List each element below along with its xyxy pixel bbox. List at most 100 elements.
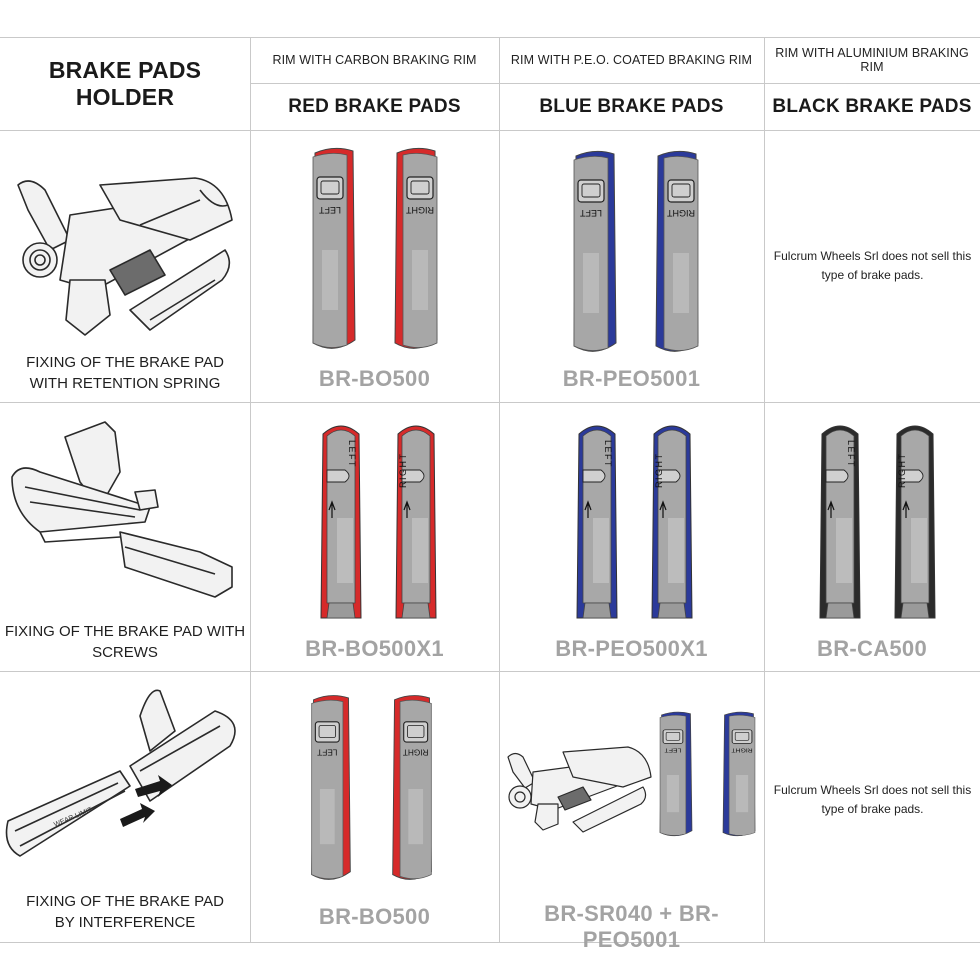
direction-arrow-icon — [584, 500, 592, 518]
column-rim-peo: RIM WITH P.E.O. COATED BRAKING RIM — [510, 53, 753, 67]
interference-holder-illustration: WEAR LIMIT — [5, 689, 236, 857]
grid-line — [0, 671, 980, 672]
brake-pad-red-right: RIGHT — [395, 425, 437, 619]
pad-wear-area — [593, 518, 609, 583]
not-sold-note: Fulcrum Wheels Srl does not sell this ty… — [770, 781, 975, 819]
pad-side-label: LEFT — [664, 747, 681, 753]
brake-pad-red-right: RIGHT — [394, 147, 438, 349]
pad-clip-icon — [667, 179, 695, 203]
retention-spring-holder-illustration — [17, 177, 233, 336]
grid-line — [764, 37, 765, 943]
brake-pad-red-left: LEFT — [320, 425, 362, 619]
pad-side-label: RIGHT — [403, 747, 429, 756]
pad-clip-inner — [665, 732, 681, 741]
pad-wear-area — [666, 775, 680, 813]
grid-line — [250, 37, 251, 943]
pad-clip-icon — [314, 721, 340, 743]
pad-clip-icon — [662, 729, 684, 744]
direction-arrow-icon — [659, 500, 667, 518]
pad-tab — [657, 602, 687, 619]
pad-side-label: LEFT — [317, 747, 337, 756]
pad-notch — [825, 469, 849, 483]
grid-line — [0, 942, 980, 943]
direction-arrow-icon — [328, 500, 336, 518]
direction-arrow-icon — [827, 500, 835, 518]
caption-line: FIXING OF THE BRAKE PAD — [26, 893, 224, 910]
pad-clip-icon — [316, 176, 344, 200]
pad-side-label: RIGHT — [406, 205, 435, 215]
note-line: type of brake pads. — [821, 802, 924, 816]
brake-pad-red-left: LEFT — [311, 695, 351, 880]
pad-wear-area — [319, 789, 335, 845]
column-rim-aluminium: RIM WITH ALUMINIUM BRAKING RIM — [775, 46, 969, 74]
column-red-pads: RED BRAKE PADS — [288, 95, 461, 117]
caption-line: WITH RETENTION SPRING — [29, 375, 221, 392]
note-line: Fulcrum Wheels Srl does not sell this — [773, 783, 972, 797]
product-code: BR-PEO500X1 — [555, 636, 708, 661]
pad-tab — [326, 602, 356, 619]
not-sold-note: Fulcrum Wheels Srl does not sell this ty… — [770, 247, 975, 285]
brake-pad-blue-right: RIGHT — [651, 425, 693, 619]
caption-interference: FIXING OF THE BRAKE PAD BY INTERFERENCE — [0, 891, 250, 933]
column-blue-pads: BLUE BRAKE PADS — [539, 95, 724, 117]
pad-wear-area — [408, 789, 424, 845]
pad-clip-inner — [410, 180, 430, 195]
grid-line — [250, 83, 980, 84]
pad-wear-area — [911, 518, 927, 583]
direction-arrow-icon — [403, 500, 411, 518]
pad-side-label: RIGHT — [398, 453, 408, 489]
product-code: BR-SR040 + BR-PEO5001 — [544, 901, 719, 952]
page-title: BRAKE PADS HOLDER — [48, 56, 202, 110]
brake-pad-red-right: RIGHT — [392, 695, 432, 880]
pad-notch — [401, 469, 425, 483]
product-code: BR-CA500 — [817, 636, 927, 661]
direction-arrow-icon — [902, 500, 910, 518]
pad-clip-inner — [406, 725, 425, 738]
pad-tab — [582, 602, 612, 619]
note-line: Fulcrum Wheels Srl does not sell this — [773, 249, 972, 263]
pad-wear-area — [583, 253, 599, 313]
grid-line — [0, 402, 980, 403]
pad-wear-area — [412, 250, 428, 310]
pad-notch — [326, 469, 350, 483]
brake-pad-red-left: LEFT — [312, 147, 356, 349]
pad-tab — [401, 602, 431, 619]
pad-wear-area — [735, 775, 749, 813]
pad-side-label: RIGHT — [731, 747, 752, 753]
pad-wear-area — [836, 518, 852, 583]
pad-tab — [825, 602, 855, 619]
screw-holder-illustration — [11, 421, 233, 598]
caption-retention-spring: FIXING OF THE BRAKE PAD WITH RETENTION S… — [0, 352, 250, 394]
caption-line: FIXING OF THE BRAKE PAD WITH — [4, 623, 246, 640]
pad-tab — [900, 602, 930, 619]
pad-clip-inner — [581, 183, 601, 198]
pad-side-label: LEFT — [319, 205, 342, 215]
column-rim-carbon: RIM WITH CARBON BRAKING RIM — [272, 53, 477, 67]
brake-pad-black-left: LEFT — [819, 425, 861, 619]
pad-wear-area — [412, 518, 428, 583]
grid-line — [0, 130, 980, 131]
caption-line: SCREWS — [92, 644, 158, 661]
brake-pad-blue-left: LEFT — [576, 425, 618, 619]
product-code: BR-BO500 — [318, 904, 431, 929]
caption-line: BY INTERFERENCE — [54, 914, 196, 931]
pad-side-label: RIGHT — [654, 453, 664, 489]
brake-pad-black-right: RIGHT — [894, 425, 936, 619]
pad-wear-area — [337, 518, 353, 583]
pad-wear-area — [673, 253, 689, 313]
note-line: type of brake pads. — [821, 268, 924, 282]
pad-clip-icon — [731, 729, 753, 744]
brake-pad-blue-left: LEFT — [573, 150, 617, 352]
product-code: BR-PEO5001 — [562, 366, 701, 391]
pad-side-label: LEFT — [347, 440, 357, 468]
pad-clip-icon — [577, 179, 605, 203]
pad-side-label: LEFT — [603, 440, 613, 468]
pad-clip-inner — [320, 180, 340, 195]
pad-clip-icon — [406, 176, 434, 200]
brake-pad-blue-left: LEFT — [659, 711, 693, 837]
pad-wear-area — [668, 518, 684, 583]
product-code: BR-BO500X1 — [305, 636, 444, 661]
pad-clip-inner — [318, 725, 337, 738]
pad-clip-inner — [734, 732, 750, 741]
column-black-pads: BLACK BRAKE PADS — [772, 95, 972, 117]
